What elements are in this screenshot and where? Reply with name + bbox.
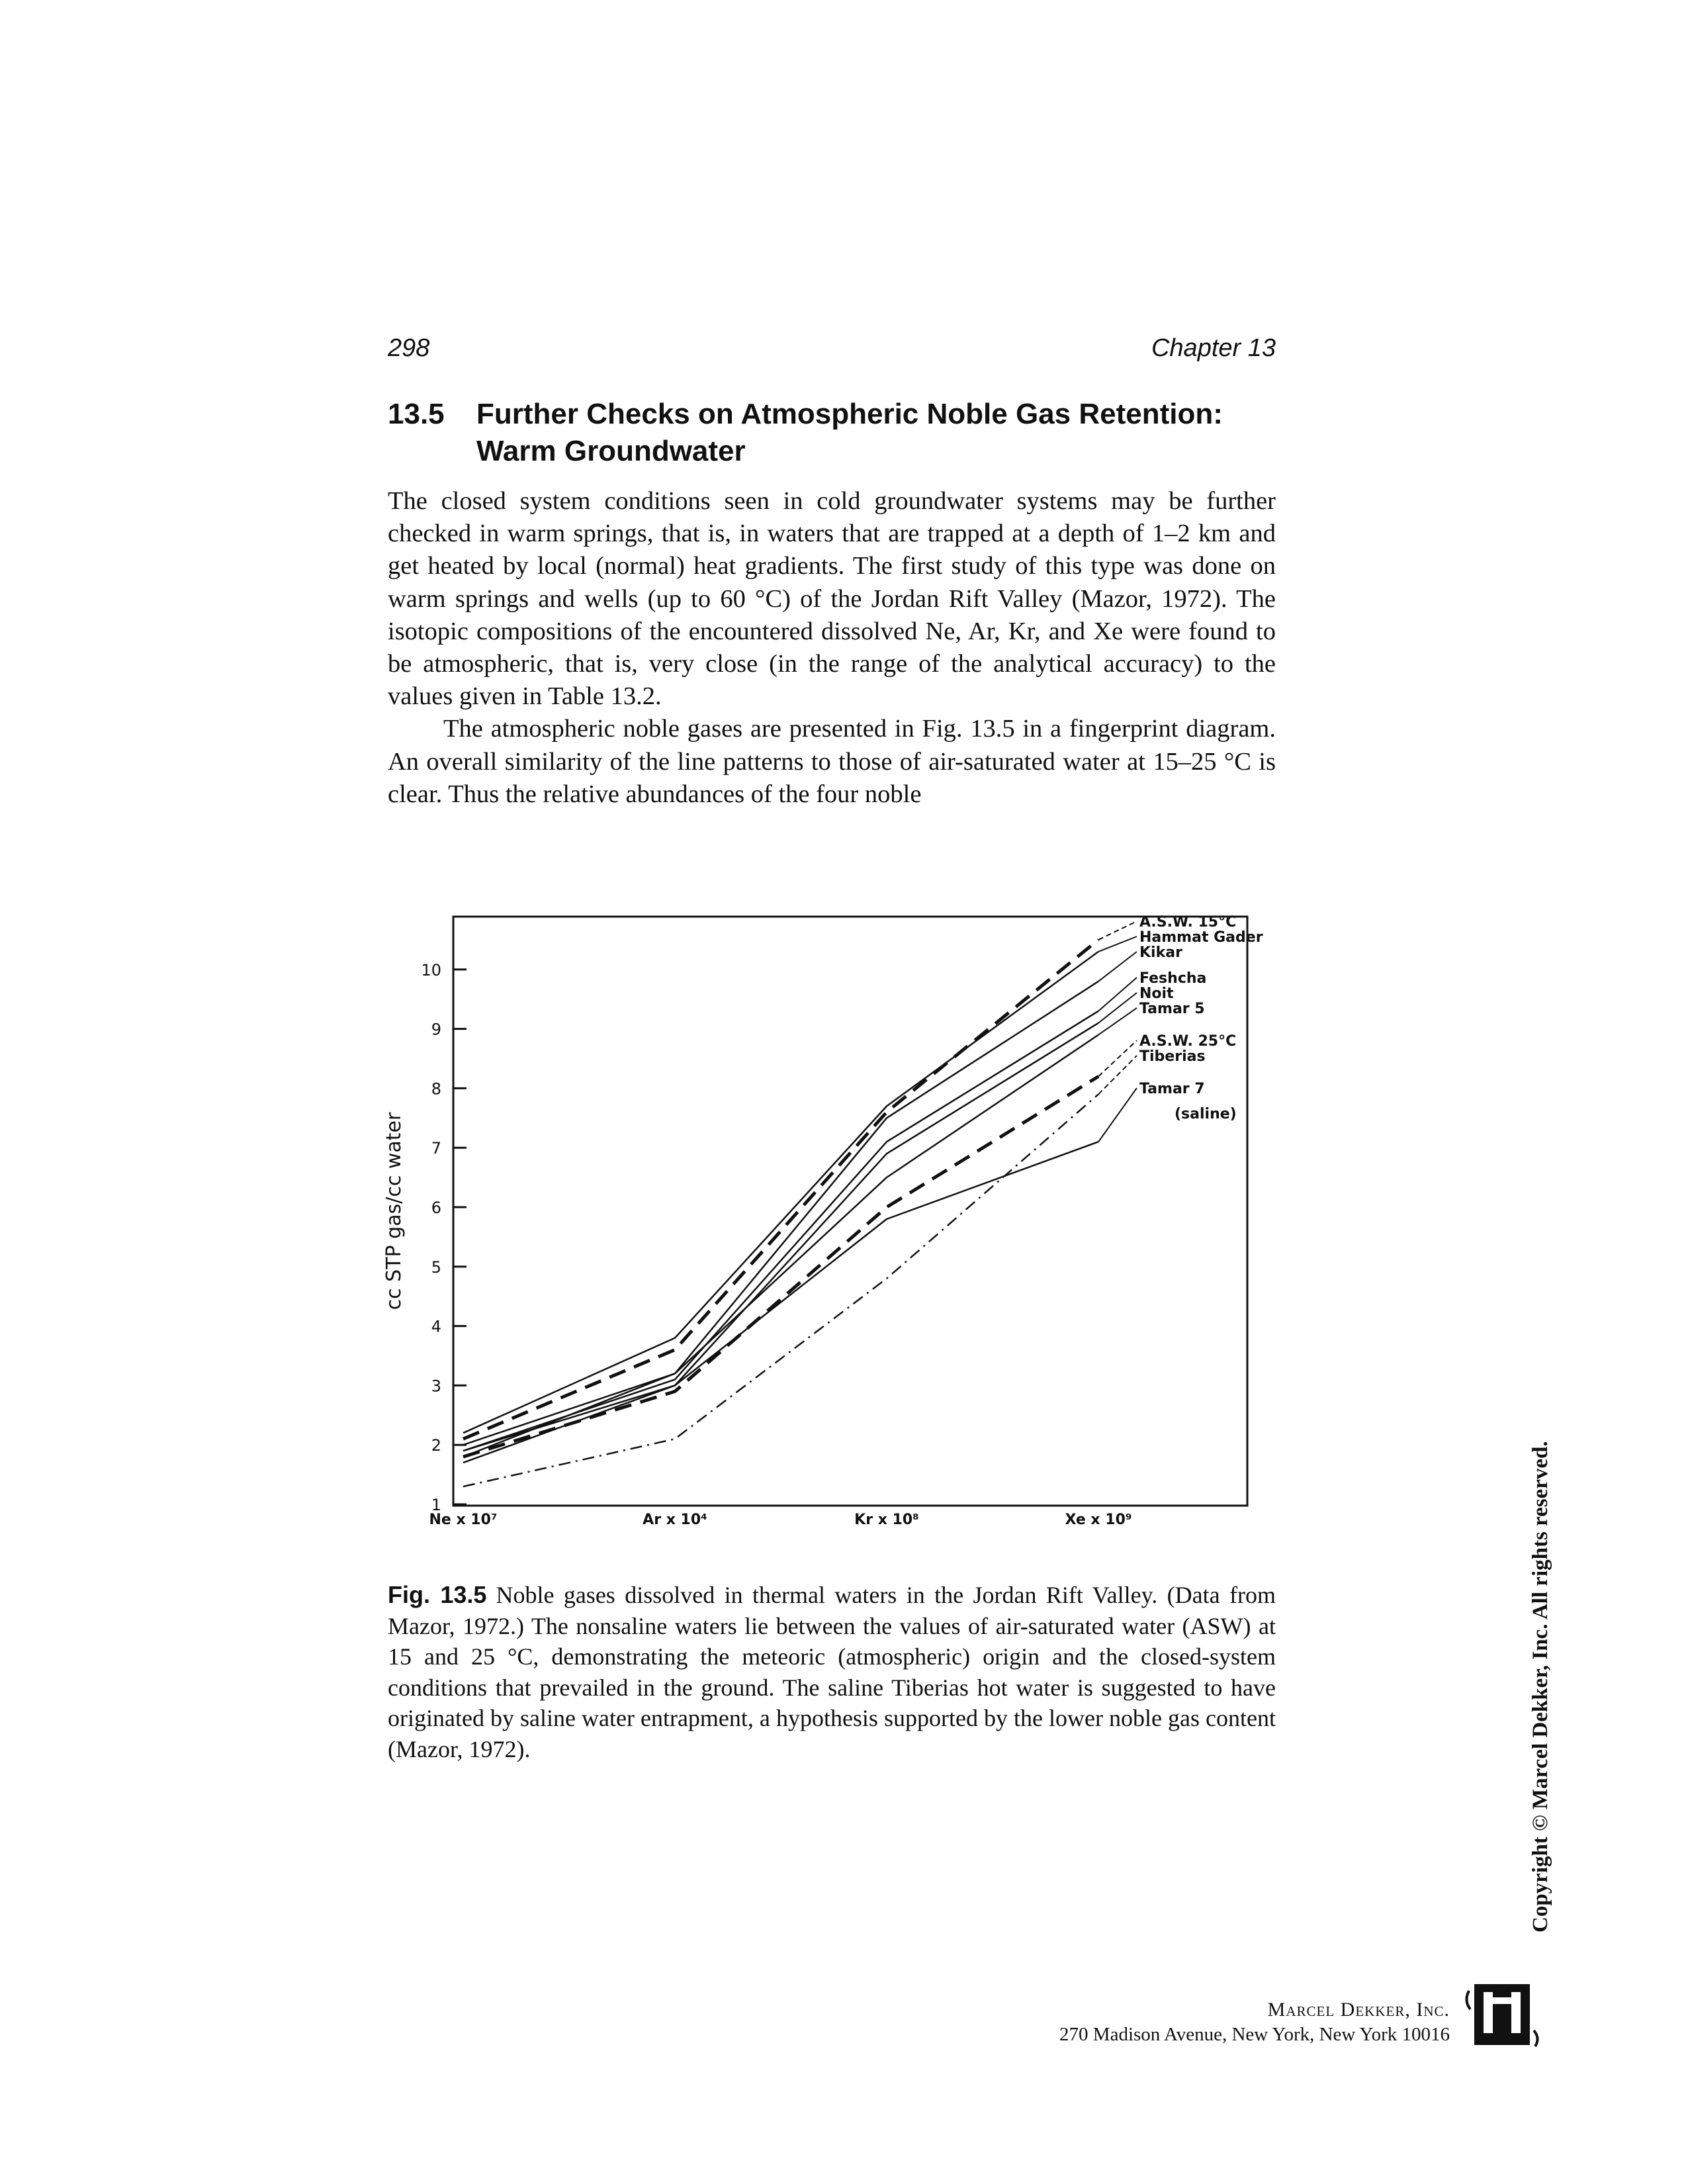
series-label-leader — [1098, 977, 1137, 1012]
x-tick-label: Kr x 10⁸ — [854, 1512, 919, 1528]
paragraph: The atmospheric noble gases are presente… — [388, 715, 1276, 808]
series-label: Tamar 5 — [1139, 1001, 1205, 1017]
series-label: Noit — [1139, 985, 1174, 1002]
y-tick-label: 3 — [431, 1377, 441, 1395]
series-line — [463, 1141, 1099, 1452]
series-label-leader — [1098, 1040, 1137, 1077]
series-label-leader — [1098, 1007, 1137, 1036]
y-tick-label: 6 — [431, 1199, 441, 1217]
series-label-leader — [1098, 921, 1137, 940]
series-line — [463, 950, 1099, 1434]
x-axis-labels: Ne x 10⁷ Ar x 10⁴ Kr x 10⁸ Xe x 10⁹ — [429, 1512, 1132, 1528]
legend-note-saline: (saline) — [1175, 1106, 1237, 1122]
series-line — [463, 980, 1099, 1446]
series-line — [463, 1010, 1099, 1452]
series-label: Feshcha — [1139, 970, 1206, 987]
copyright-notice: Copyright © Marcel Dekker, Inc. All righ… — [1529, 1441, 1552, 1933]
y-tick-label: 5 — [431, 1258, 441, 1277]
series-label-leader — [1098, 1087, 1137, 1142]
plot-frame — [452, 915, 1249, 1507]
page-number: 298 — [388, 334, 430, 362]
y-tick-label: 1 — [431, 1496, 441, 1514]
section-title: Further Checks on Atmospheric Noble Gas … — [476, 398, 1223, 467]
paragraph: The closed system conditions seen in col… — [388, 487, 1276, 711]
y-tick-label: 2 — [431, 1436, 441, 1455]
publisher-logo — [1462, 1978, 1542, 2050]
y-axis-ticks: 1 2 3 4 5 6 7 8 9 10 — [421, 961, 466, 1514]
page-header: 298 Chapter 13 — [388, 334, 1276, 374]
body-text: The closed system conditions seen in col… — [388, 485, 1276, 811]
y-axis-label: cc STP gas/cc water — [382, 1112, 406, 1310]
caption-text: Noble gases dissolved in thermal waters … — [388, 1582, 1276, 1762]
x-tick-label: Ar x 10⁴ — [643, 1512, 707, 1528]
series-label-leader — [1098, 936, 1137, 952]
y-tick-label: 4 — [431, 1318, 441, 1336]
series-line — [463, 938, 1100, 1441]
y-tick-label: 8 — [431, 1079, 441, 1098]
series-label: A.S.W. 15°C — [1139, 914, 1236, 931]
series-lines — [463, 938, 1100, 1488]
x-tick-label: Ne x 10⁷ — [429, 1512, 497, 1528]
y-tick-label: 9 — [431, 1021, 441, 1039]
series-line — [463, 1034, 1099, 1458]
series-label: Tamar 7 — [1139, 1081, 1205, 1097]
y-tick-label: 7 — [431, 1139, 441, 1158]
series-label: Tiberias — [1139, 1048, 1206, 1065]
y-tick-label: 10 — [421, 961, 441, 979]
series-label-leader — [1098, 1055, 1137, 1095]
publisher-name: Marcel Dekker, Inc. — [1267, 1999, 1450, 2021]
section-number: 13.5 — [388, 398, 445, 430]
caption-label: Fig. 13.5 — [388, 1581, 487, 1608]
series-label: A.S.W. 25°C — [1139, 1033, 1236, 1050]
publisher-address: 270 Madison Avenue, New York, New York 1… — [1059, 2024, 1450, 2045]
series-line — [463, 1093, 1099, 1488]
series-line — [463, 1075, 1100, 1459]
series-line — [463, 1022, 1099, 1464]
series-label: Hammat Gader — [1139, 929, 1263, 946]
series-label: Kikar — [1139, 944, 1182, 961]
running-head: Chapter 13 — [1151, 334, 1276, 362]
x-tick-label: Xe x 10⁹ — [1065, 1512, 1132, 1528]
series-label-leader — [1098, 951, 1137, 982]
series-label-leader — [1098, 992, 1137, 1024]
